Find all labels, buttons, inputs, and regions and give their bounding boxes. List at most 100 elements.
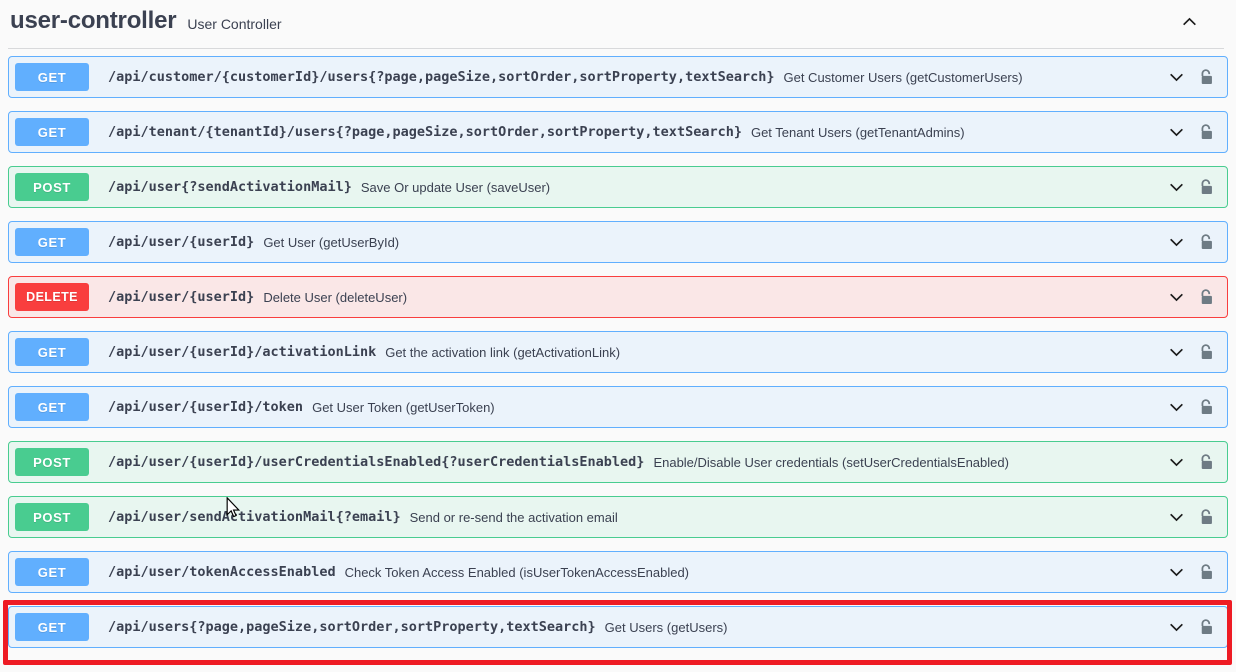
operation-row[interactable]: GET/api/tenant/{tenantId}/users{?page,pa…	[8, 111, 1228, 153]
operation-expand-toggle[interactable]	[1163, 394, 1189, 420]
operation-summary: Save Or update User (saveUser)	[360, 179, 551, 195]
unlocked-padlock-icon	[1201, 288, 1212, 304]
operation-controls	[1163, 607, 1223, 647]
unlocked-padlock-icon	[1201, 398, 1212, 414]
operation-controls	[1163, 387, 1223, 427]
operation-summary: Get User Token (getUserToken)	[312, 399, 495, 415]
section-subtitle: User Controller	[187, 16, 282, 32]
operation-expand-toggle[interactable]	[1163, 339, 1189, 365]
chevron-down-icon	[1169, 623, 1183, 631]
operation-row[interactable]: POST/api/user/sendActivationMail{?email}…	[8, 496, 1228, 538]
unlocked-padlock-icon	[1201, 508, 1212, 524]
operation-expand-toggle[interactable]	[1163, 559, 1189, 585]
operation-row[interactable]: GET/api/user/{userId}/activationLink Get …	[8, 331, 1228, 373]
operation-controls	[1163, 112, 1223, 152]
operation-expand-toggle[interactable]	[1163, 119, 1189, 145]
unlocked-padlock-icon	[1201, 453, 1212, 469]
unlocked-padlock-icon	[1201, 178, 1212, 194]
chevron-down-icon	[1169, 238, 1183, 246]
operation-path: /api/user{?sendActivationMail}	[108, 179, 352, 195]
operation-summary: Get Customer Users (getCustomerUsers)	[783, 69, 1023, 85]
operations-list: GET/api/customer/{customerId}/users{?pag…	[0, 56, 1236, 661]
operation-summary: Send or re-send the activation email	[409, 509, 618, 525]
operation-controls	[1163, 57, 1223, 97]
operation-controls	[1163, 332, 1223, 372]
chevron-down-icon	[1169, 73, 1183, 81]
operation-row[interactable]: POST/api/user{?sendActivationMail} Save O…	[8, 166, 1228, 208]
operation-summary: Check Token Access Enabled (isUserTokenA…	[344, 564, 690, 580]
authorization-lock-button[interactable]	[1193, 339, 1219, 365]
unlocked-padlock-icon	[1201, 343, 1212, 359]
operation-expand-toggle[interactable]	[1163, 174, 1189, 200]
authorization-lock-button[interactable]	[1193, 614, 1219, 640]
authorization-lock-button[interactable]	[1193, 284, 1219, 310]
authorization-lock-button[interactable]	[1193, 559, 1219, 585]
authorization-lock-button[interactable]	[1193, 504, 1219, 530]
operation-controls	[1163, 277, 1223, 317]
operation-path: /api/user/{userId}/userCredentialsEnable…	[108, 454, 645, 470]
operation-path: /api/user/tokenAccessEnabled	[108, 564, 336, 580]
operation-summary: Get the activation link (getActivationLi…	[385, 344, 621, 360]
chevron-down-icon	[1169, 568, 1183, 576]
operation-expand-toggle[interactable]	[1163, 614, 1189, 640]
chevron-up-icon	[1182, 17, 1196, 25]
chevron-down-icon	[1169, 403, 1183, 411]
operation-expand-toggle[interactable]	[1163, 504, 1189, 530]
operation-path: /api/user/{userId}	[108, 289, 255, 305]
http-method-badge-get: GET	[15, 558, 89, 586]
chevron-down-icon	[1169, 128, 1183, 136]
operation-controls	[1163, 552, 1223, 592]
operation-expand-toggle[interactable]	[1163, 64, 1189, 90]
http-method-badge-post: POST	[15, 448, 89, 476]
authorization-lock-button[interactable]	[1193, 229, 1219, 255]
operation-row[interactable]: GET/api/user/{userId}Get User (getUserBy…	[8, 221, 1228, 263]
authorization-lock-button[interactable]	[1193, 64, 1219, 90]
operation-path: /api/user/{userId}/activationLink	[108, 344, 377, 360]
chevron-down-icon	[1169, 348, 1183, 356]
operation-row[interactable]: POST/api/user/{userId}/userCredentialsEn…	[8, 441, 1228, 483]
operation-summary: Delete User (deleteUser)	[263, 289, 408, 305]
operation-summary: Get Tenant Users (getTenantAdmins)	[750, 124, 965, 140]
section-divider	[8, 48, 1224, 49]
section-header-user-controller[interactable]: user-controller User Controller	[0, 0, 1236, 42]
authorization-lock-button[interactable]	[1193, 119, 1219, 145]
unlocked-padlock-icon	[1201, 68, 1212, 84]
operation-row[interactable]: GET/api/customer/{customerId}/users{?pag…	[8, 56, 1228, 98]
operation-row[interactable]: GET/api/user/tokenAccessEnabled Check Tok…	[8, 551, 1228, 593]
operation-controls	[1163, 167, 1223, 207]
chevron-down-icon	[1169, 293, 1183, 301]
operation-row[interactable]: DELETE/api/user/{userId} Delete User (del…	[8, 276, 1228, 318]
operation-controls	[1163, 497, 1223, 537]
http-method-badge-get: GET	[15, 393, 89, 421]
operation-path: /api/user/{userId}	[108, 234, 255, 250]
operation-row[interactable]: GET/api/user/{userId}/token Get User Toke…	[8, 386, 1228, 428]
operation-expand-toggle[interactable]	[1163, 229, 1189, 255]
section-title: user-controller	[10, 7, 177, 34]
section-collapse-toggle[interactable]	[1176, 8, 1202, 34]
chevron-down-icon	[1169, 458, 1183, 466]
http-method-badge-get: GET	[15, 338, 89, 366]
authorization-lock-button[interactable]	[1193, 174, 1219, 200]
http-method-badge-get: GET	[15, 613, 89, 641]
operation-expand-toggle[interactable]	[1163, 449, 1189, 475]
operation-controls	[1163, 222, 1223, 262]
unlocked-padlock-icon	[1201, 563, 1212, 579]
http-method-badge-get: GET	[15, 63, 89, 91]
operation-path: /api/customer/{customerId}/users{?page,p…	[108, 69, 775, 85]
unlocked-padlock-icon	[1201, 123, 1212, 139]
operation-controls	[1163, 442, 1223, 482]
operation-path: /api/user/sendActivationMail{?email}	[108, 509, 401, 525]
authorization-lock-button[interactable]	[1193, 449, 1219, 475]
http-method-badge-delete: DELETE	[15, 283, 89, 311]
authorization-lock-button[interactable]	[1193, 394, 1219, 420]
http-method-badge-get: GET	[15, 118, 89, 146]
operation-expand-toggle[interactable]	[1163, 284, 1189, 310]
operation-row[interactable]: GET/api/users{?page,pageSize,sortOrder,s…	[8, 606, 1228, 648]
operation-summary: Get User (getUserById)	[263, 234, 400, 250]
chevron-down-icon	[1169, 183, 1183, 191]
operation-path: /api/user/{userId}/token	[108, 399, 304, 415]
http-method-badge-post: POST	[15, 173, 89, 201]
unlocked-padlock-icon	[1201, 233, 1212, 249]
operation-path: /api/tenant/{tenantId}/users{?page,pageS…	[108, 124, 742, 140]
